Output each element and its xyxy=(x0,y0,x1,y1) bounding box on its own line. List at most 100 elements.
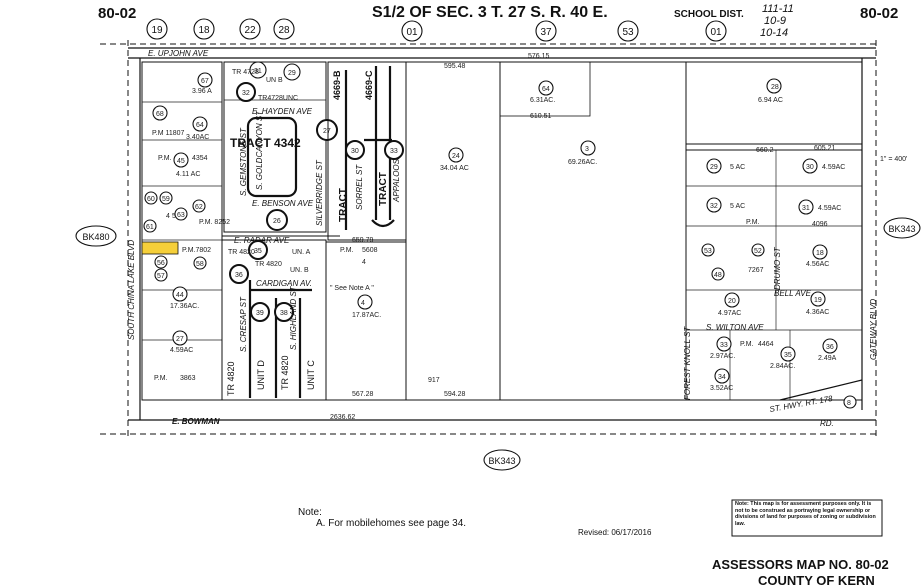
see-note-a: " See Note A " xyxy=(330,285,374,292)
svg-text:29: 29 xyxy=(288,70,296,77)
parcel-circle-31[interactable] xyxy=(249,61,267,79)
parcel-circle-57[interactable] xyxy=(154,268,168,282)
parcel-circle-3[interactable] xyxy=(580,140,596,156)
west-block xyxy=(141,61,223,401)
svg-text:62: 62 xyxy=(195,204,203,211)
book-ref-left[interactable] xyxy=(75,225,117,247)
parcel-circle-34[interactable] xyxy=(714,368,730,384)
parcel-circle-36b[interactable] xyxy=(822,338,838,354)
parcel-area: 2.84AC. xyxy=(770,363,795,370)
svg-text:57: 57 xyxy=(157,273,165,280)
parcel-circle-53[interactable] xyxy=(701,243,715,257)
parcel-circle-30b[interactable] xyxy=(802,158,818,174)
parcel-44-block xyxy=(325,241,407,401)
book-ref-bottom[interactable] xyxy=(483,449,521,471)
parcel-circle-59[interactable] xyxy=(159,191,173,205)
parcel-circle-32[interactable] xyxy=(236,82,256,102)
parcel-area: 3.96 A xyxy=(192,88,212,95)
parcel-area: 69.26AC. xyxy=(568,159,597,166)
parcel-circle-48[interactable] xyxy=(711,267,725,281)
goldcanyon-label: S. GOLDCANYON ST xyxy=(255,110,264,190)
parcel-circle-29b[interactable] xyxy=(706,158,722,174)
parcel-area: 6.31AC. xyxy=(530,97,555,104)
parcel-circle-4[interactable] xyxy=(766,78,782,94)
parcel-area: 2.49A xyxy=(818,355,837,362)
svg-text:52: 52 xyxy=(754,248,762,255)
parcel-circle-62[interactable] xyxy=(192,199,206,213)
disclaimer-fo: Note: This map is for assessment purpose… xyxy=(735,501,876,527)
parcel-circle-20[interactable] xyxy=(724,292,740,308)
assessors-map-title: ASSESSORS MAP NO. 80-02 xyxy=(712,557,889,572)
parcel-circle-24[interactable] xyxy=(448,147,464,163)
page-circle-label: 18 xyxy=(198,25,210,36)
parcel-circle-19[interactable] xyxy=(810,291,826,307)
parcel-circle-56[interactable] xyxy=(154,255,168,269)
small-parcels-55-58: 56 58 57 xyxy=(154,255,207,282)
unit-d-label: UNIT D xyxy=(256,360,266,390)
cresap-label: S. CRESAP ST xyxy=(239,296,248,352)
parcel-circle-58[interactable] xyxy=(193,256,207,270)
parcel-circle-26[interactable] xyxy=(266,209,288,231)
tr-4820-top: TR 4820 xyxy=(228,249,255,256)
parcel-circle-35[interactable] xyxy=(248,240,268,260)
parcel-circle-31b[interactable] xyxy=(798,199,814,215)
svg-text:60: 60 xyxy=(147,196,155,203)
parcel-circle-64[interactable] xyxy=(192,116,208,132)
pm-7267: 7267 xyxy=(748,267,764,274)
parcel-circle-33b[interactable] xyxy=(716,336,732,352)
parcel-circle-67[interactable] xyxy=(197,72,213,88)
parcel-circle-28[interactable] xyxy=(172,330,188,346)
dim-610: 610.51 xyxy=(530,113,552,120)
svg-text:8: 8 xyxy=(847,400,851,407)
benson-ave-label: E. BENSON AVE xyxy=(252,199,314,208)
parcel-area: 5 AC xyxy=(730,203,745,210)
parcel-circle-64b[interactable] xyxy=(538,80,554,96)
parcel-circle-35b[interactable] xyxy=(780,346,796,362)
parcel-area: 4.97AC xyxy=(718,310,741,317)
parcel-circle-29[interactable] xyxy=(283,63,301,81)
parcel-circle-32b[interactable] xyxy=(706,197,722,213)
parcel-circle-44[interactable] xyxy=(357,294,373,310)
svg-text:4: 4 xyxy=(166,213,170,220)
parcel-circle-8[interactable] xyxy=(843,395,857,409)
dim-567: 567.28 xyxy=(352,391,374,398)
parcel-id: 19 xyxy=(814,297,822,304)
gemstone-label: S. GEMSTONE ST xyxy=(239,127,248,196)
parcel-circle-68[interactable] xyxy=(152,105,168,121)
parcel-circle-60[interactable] xyxy=(144,191,158,205)
school-dist-value-3: 10-14 xyxy=(760,27,788,39)
parcel-circle-45[interactable] xyxy=(173,152,189,168)
book-ref-right[interactable] xyxy=(883,217,921,239)
parcel-circle-27[interactable] xyxy=(172,286,188,302)
parcel-area: 17.36AC. xyxy=(170,303,199,310)
parcel-circle-38[interactable] xyxy=(274,302,294,322)
tr-4820-vertical-2: TR 4820 xyxy=(280,355,290,390)
tr-4728unc-label: TR4728UNC xyxy=(258,95,298,102)
parcel-circle-63[interactable] xyxy=(174,207,188,221)
svg-text:31: 31 xyxy=(254,68,262,75)
parcel-circle-36[interactable] xyxy=(229,264,249,284)
svg-text:4: 4 xyxy=(362,259,366,266)
parcel-24-block xyxy=(405,61,501,401)
svg-text:56: 56 xyxy=(157,260,165,267)
svg-text:53: 53 xyxy=(704,248,712,255)
svg-text:26: 26 xyxy=(273,218,281,225)
svg-text:35: 35 xyxy=(254,248,262,255)
highlighted-parcel[interactable] xyxy=(141,241,179,255)
parcel-circle-18[interactable] xyxy=(812,244,828,260)
parcel-circle-27b[interactable] xyxy=(316,119,338,141)
parcel-circle-39[interactable] xyxy=(250,302,270,322)
parcel-circle-52[interactable] xyxy=(751,243,765,257)
sorrel-label: SORREL ST xyxy=(355,164,364,210)
parcel-circle-61[interactable] xyxy=(143,219,157,233)
pm-3863: 3863 xyxy=(180,375,196,382)
parcel-circle-30[interactable] xyxy=(345,140,365,160)
map-number-right: 80-02 xyxy=(860,5,898,22)
parcel-4-block xyxy=(685,61,863,145)
page-circle xyxy=(535,20,557,42)
parcel-circle-33[interactable] xyxy=(384,140,404,160)
page-circle xyxy=(705,20,727,42)
school-dist-value-2: 10-9 xyxy=(764,15,786,27)
page-circle-label: 28 xyxy=(278,25,290,36)
